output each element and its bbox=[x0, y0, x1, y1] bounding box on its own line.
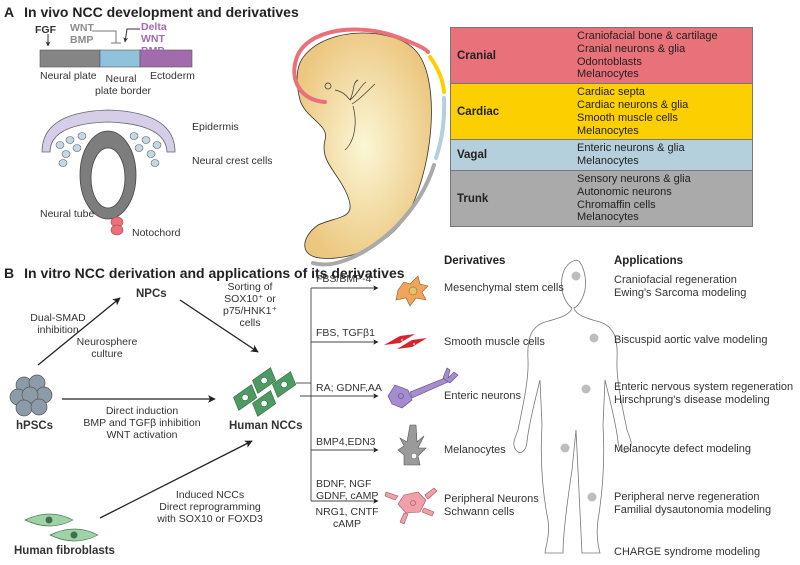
human-nccs-label: Human NCCs bbox=[229, 420, 303, 432]
hpscs-label: hPSCs bbox=[16, 420, 54, 432]
human-fibroblasts-icon bbox=[24, 513, 99, 542]
neural-tube-label: Neural tube bbox=[40, 208, 95, 220]
arrow-fibroblasts-to-nccs bbox=[99, 440, 253, 519]
cardiac-arc bbox=[428, 55, 446, 94]
arrow-npcs-to-nccs bbox=[179, 299, 259, 353]
npcs-label: NPCs bbox=[136, 288, 167, 300]
factor-label-smooth-muscle: FBS, TGFβ1 bbox=[316, 327, 375, 339]
panel-b-letter: B bbox=[4, 265, 15, 281]
neural-plate-label: Neural plate bbox=[40, 70, 97, 82]
peripheral-neuron-icon bbox=[384, 487, 438, 525]
derivative-peripheral: Peripheral Neurons Schwann cells bbox=[444, 493, 539, 518]
region-name: Cranial bbox=[457, 49, 496, 62]
hpsc-cluster-icon bbox=[9, 374, 53, 417]
direct-induction-label: Direct induction BMP and TGFβ inhibition… bbox=[83, 405, 201, 441]
factor-label-peripheral: BDNF, NGF GDNF, cAMP bbox=[316, 478, 379, 502]
derivative-melanocytes: Melanocytes bbox=[444, 444, 506, 456]
dual-smad-label: Dual-SMAD inhibition bbox=[30, 312, 86, 336]
factor-label-melanocytes: BMP4,EDN3 bbox=[316, 436, 376, 448]
derivatives-header: Derivatives bbox=[444, 255, 506, 267]
sorting-label: Sorting of SOX10⁺ or p75/HNK1⁺ cells bbox=[223, 281, 277, 329]
derivative-smooth-muscle: Smooth muscle cells bbox=[444, 336, 545, 348]
application-charge: CHARGE syndrome modeling bbox=[614, 546, 761, 558]
bmp-left-label: BMP bbox=[70, 34, 94, 46]
epidermis-label: Epidermis bbox=[192, 121, 239, 133]
fgf-label: FGF bbox=[35, 24, 56, 36]
cranial-arc bbox=[292, 27, 430, 104]
neural-crest-cells-label: Neural crest cells bbox=[192, 155, 273, 167]
applications-header: Applications bbox=[614, 255, 684, 267]
derivative-enteric: Enteric neurons bbox=[444, 390, 522, 402]
enteric-neuron-icon bbox=[387, 367, 459, 409]
application-enteric: Enteric nervous system regeneration Hirs… bbox=[614, 381, 794, 406]
ectoderm-segment bbox=[139, 49, 193, 68]
ectoderm-label: Ectoderm bbox=[150, 70, 195, 82]
neural-plate-border-label: Neural plate border bbox=[95, 73, 152, 97]
melanocyte-icon bbox=[397, 424, 427, 466]
region-derivatives: Enteric neurons & glia Melanocytes bbox=[577, 142, 685, 168]
bmp-right-label: BMP bbox=[141, 45, 165, 57]
ncc-regions-table: Cranial Craniofacial bone & cartilage Cr… bbox=[450, 27, 753, 228]
human-fibroblasts-label: Human fibroblasts bbox=[14, 545, 115, 557]
panel-a-letter: A bbox=[4, 4, 15, 20]
delta-label: Delta bbox=[141, 21, 167, 33]
factor-label-schwann: NRG1, CNTF cAMP bbox=[315, 506, 379, 530]
application-melanocyte: Melanocyte defect modeling bbox=[614, 443, 751, 455]
vagal-arc bbox=[434, 96, 447, 160]
region-name: Vagal bbox=[457, 149, 488, 162]
wnt-left-label: WNT bbox=[70, 22, 94, 34]
body-dot-heart bbox=[589, 333, 599, 343]
smooth-muscle-cell-icon bbox=[384, 334, 427, 349]
region-derivatives: Craniofacial bone & cartilage Cranial ne… bbox=[577, 30, 718, 81]
region-derivatives: Sensory neurons & glia Autonomic neurons… bbox=[577, 172, 691, 224]
notochord-label: Notochord bbox=[132, 227, 181, 239]
region-derivatives: Cardiac septa Cardiac neurons & glia Smo… bbox=[577, 86, 689, 137]
wnt-bmp-inhibition-line bbox=[92, 30, 117, 43]
factor-label-mesenchymal: FBS/BMP-4 bbox=[316, 273, 372, 285]
region-name: Cardiac bbox=[457, 105, 500, 118]
body-dot-nerve bbox=[587, 492, 597, 502]
trunk-arc bbox=[311, 163, 436, 267]
arrow-hpscs-to-npcs bbox=[37, 297, 121, 366]
wnt-right-label: WNT bbox=[141, 33, 165, 45]
delta-arrow bbox=[123, 28, 140, 43]
region-row-trunk: Trunk Sensory neurons & glia Autonomic n… bbox=[451, 169, 752, 227]
human-nccs-icon bbox=[233, 367, 297, 417]
region-name: Trunk bbox=[457, 192, 489, 205]
body-dots bbox=[560, 271, 599, 502]
application-craniofacial: Craniofacial regeneration Ewing's Sarcom… bbox=[614, 274, 747, 299]
induced-nccs-label: Induced NCCs Direct reprogramming with S… bbox=[157, 489, 263, 525]
derivative-mesenchymal: Mesenchymal stem cells bbox=[444, 282, 564, 294]
neurosphere-label: Neurosphere culture bbox=[76, 336, 138, 360]
body-dot-skin bbox=[560, 443, 570, 453]
factor-label-enteric: RA; GDNF,AA bbox=[316, 382, 382, 394]
region-row-cranial: Cranial Craniofacial bone & cartilage Cr… bbox=[451, 28, 752, 84]
human-body-outline bbox=[513, 259, 632, 554]
region-row-cardiac: Cardiac Cardiac septa Cardiac neurons & … bbox=[451, 83, 752, 140]
neural-crest-cells bbox=[55, 132, 162, 167]
application-peripheral: Peripheral nerve regeneration Familial d… bbox=[614, 491, 772, 516]
region-row-vagal: Vagal Enteric neurons & glia Melanocytes bbox=[451, 139, 752, 170]
application-cardiac: Biscuspid aortic valve modeling bbox=[614, 334, 768, 346]
epidermis bbox=[41, 109, 176, 153]
embryo bbox=[296, 32, 432, 259]
body-dot-head bbox=[571, 271, 581, 281]
body-dot-gut bbox=[581, 384, 591, 394]
